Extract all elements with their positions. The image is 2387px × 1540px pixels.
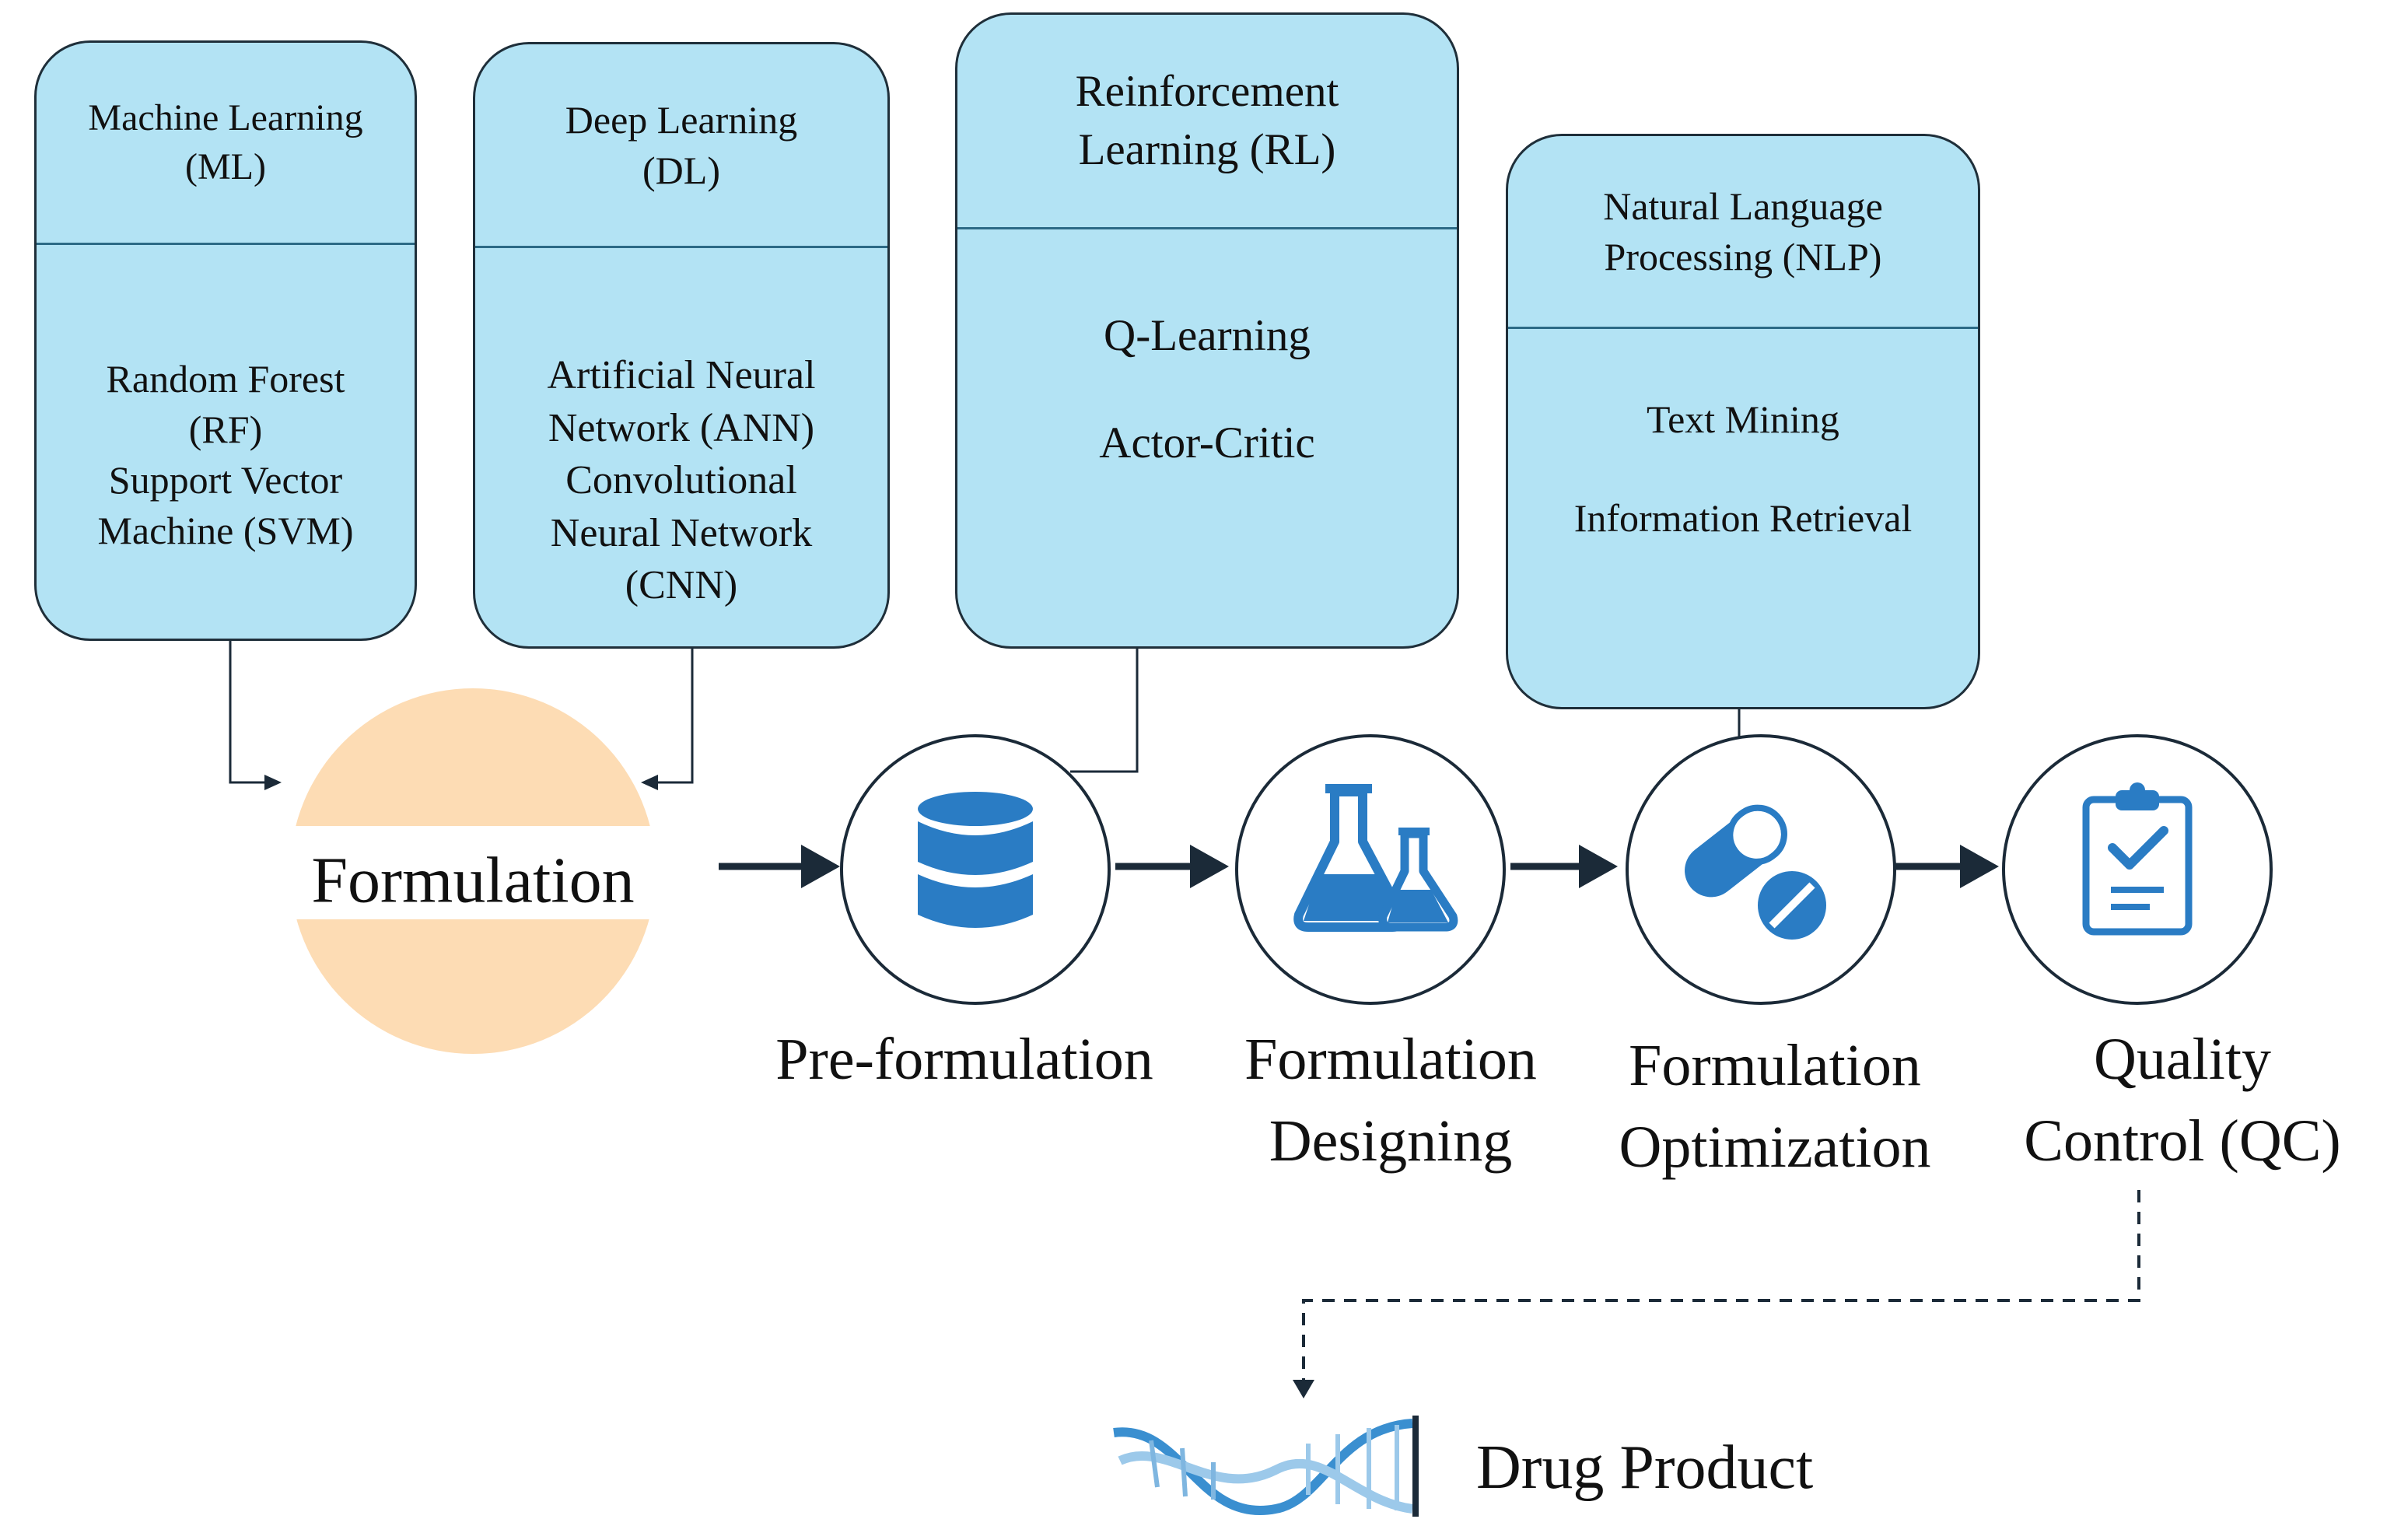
nlp-box-title: Natural Language Processing (NLP) (1508, 136, 1978, 329)
dna-icon (1113, 1416, 1419, 1517)
lab-flasks-icon (1293, 784, 1458, 932)
dl-item: (CNN) (625, 563, 738, 608)
nlp-box: Natural Language Processing (NLP) Text M… (1506, 134, 1980, 709)
dl-title-line: Deep Learning (565, 97, 798, 142)
rl-title-line: Reinforcement (1075, 67, 1339, 117)
stage-label-line: Optimization (1619, 1114, 1931, 1180)
ml-item: Random Forest (106, 357, 345, 401)
stage-label-line: Designing (1269, 1108, 1513, 1174)
drug-product-label: Drug Product (1476, 1433, 1814, 1502)
nlp-box-items: Text Mining Information Retrieval (1508, 329, 1978, 707)
stage-circle (1626, 734, 1896, 1005)
dl-item: Neural Network (550, 510, 813, 555)
rl-box-items: Q-Learning Actor-Critic (957, 229, 1457, 646)
stage-label-formulation-designing: Formulation Designing (1244, 1019, 1537, 1182)
formulation-band (264, 826, 684, 919)
dl-item: Artificial Neural (547, 353, 816, 397)
nlp-title-line: Processing (NLP) (1604, 234, 1882, 278)
dl-box-title: Deep Learning (DL) (475, 44, 887, 248)
ml-item: Support Vector (108, 458, 343, 502)
ml-item: (RF) (188, 408, 263, 451)
rl-title-line: Learning (RL) (1078, 124, 1336, 174)
stage-label-line: Formulation (1244, 1027, 1537, 1092)
qc-dashed-connector (1302, 1190, 2140, 1384)
flow-arrow (1895, 845, 1999, 888)
formulation-label: Formulation (311, 844, 635, 917)
stage-label-line: Formulation (1629, 1033, 1921, 1098)
rl-item: Actor-Critic (1099, 418, 1315, 468)
database-icon (918, 792, 1033, 928)
rl-connector (1070, 649, 1139, 773)
qc-dashed-arrowhead (1293, 1380, 1314, 1398)
stage-label-pre-formulation: Pre-formulation (775, 1019, 1153, 1101)
ml-title-line: (ML) (185, 145, 266, 187)
ml-box-title: Machine Learning (ML) (37, 43, 415, 245)
capsule-pill-icon (1685, 804, 1832, 946)
ml-arrowhead (264, 775, 282, 790)
stage-label-line: Pre-formulation (775, 1027, 1153, 1092)
dl-connector (653, 649, 694, 784)
dl-title-line: (DL) (642, 148, 720, 192)
rl-box: Reinforcement Learning (RL) Q-Learning A… (955, 12, 1459, 649)
flow-arrow (719, 845, 840, 888)
ml-title-line: Machine Learning (88, 97, 363, 139)
stage-label-line: Quality (2094, 1027, 2271, 1092)
nlp-item: Information Retrieval (1573, 496, 1913, 540)
dl-item: Convolutional (565, 458, 797, 503)
dl-item: Network (ANN) (548, 405, 815, 450)
ml-connector (229, 641, 269, 784)
nlp-title-line: Natural Language (1603, 184, 1883, 228)
nlp-item: Text Mining (1647, 397, 1839, 441)
stage-label-formulation-optimization: Formulation Optimization (1619, 1025, 1930, 1188)
rl-item: Q-Learning (1104, 311, 1311, 360)
ml-box-items: Random Forest (RF) Support Vector Machin… (37, 245, 415, 639)
flow-arrow (1115, 845, 1229, 888)
clipboard-check-icon (2082, 782, 2193, 936)
ml-item: Machine (SVM) (97, 509, 354, 552)
dl-arrowhead (641, 775, 658, 790)
stage-label-quality-control: Quality Control (QC) (2024, 1019, 2340, 1182)
rl-box-title: Reinforcement Learning (RL) (957, 15, 1457, 229)
dl-box-items: Artificial Neural Network (ANN) Convolut… (475, 248, 887, 646)
ml-box: Machine Learning (ML) Random Forest (RF)… (34, 40, 417, 641)
stage-label-line: Control (QC) (2024, 1108, 2341, 1174)
dl-box: Deep Learning (DL) Artificial Neural Net… (473, 42, 890, 649)
flow-arrow (1510, 845, 1618, 888)
